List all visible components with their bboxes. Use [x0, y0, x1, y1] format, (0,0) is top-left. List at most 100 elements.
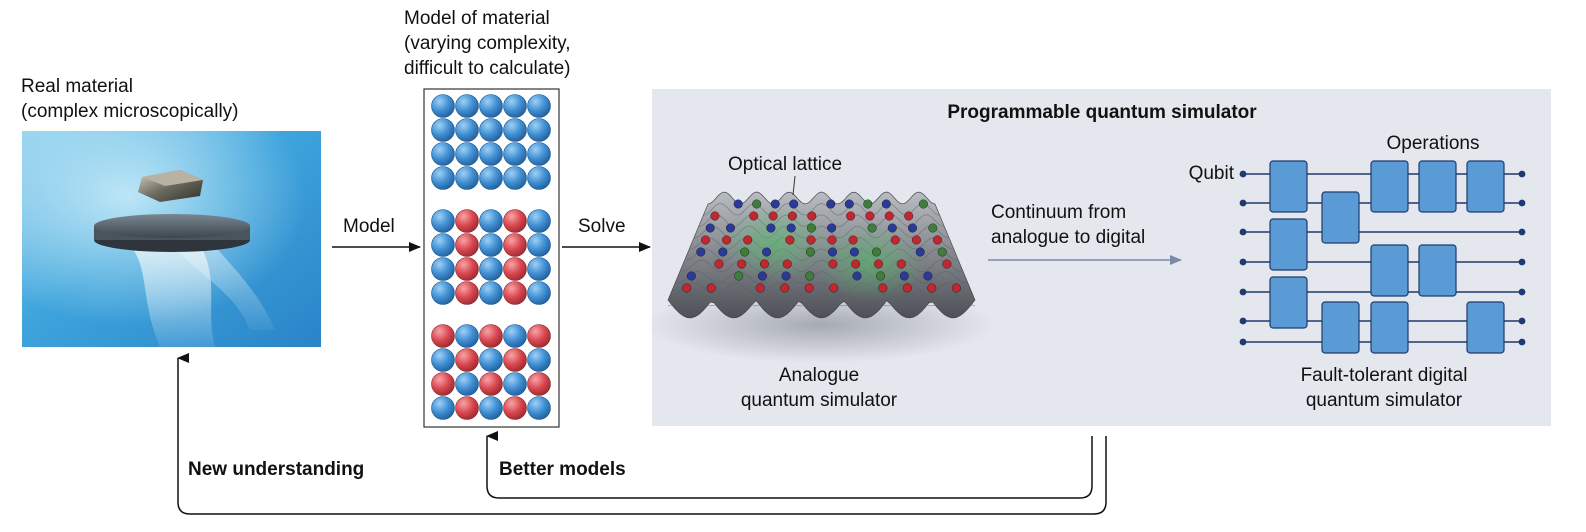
qubit-dot — [1518, 228, 1526, 236]
red-sphere — [455, 233, 479, 257]
qubit-dot — [1518, 170, 1526, 178]
blue-sphere — [503, 142, 527, 166]
solve-arrow-label: Solve — [578, 216, 626, 237]
blue-sphere — [455, 94, 479, 118]
lattice-atom — [851, 259, 861, 269]
lattice-ridge — [707, 191, 936, 205]
red-sphere — [455, 348, 479, 372]
lattice-atom — [785, 235, 795, 245]
continuum-label-line2: analogue to digital — [991, 227, 1145, 248]
quantum-circuit — [1239, 160, 1526, 354]
red-sphere — [503, 209, 527, 233]
blue-sphere — [431, 118, 455, 142]
lattice-atom — [826, 199, 836, 209]
lattice-atom — [852, 271, 862, 281]
gate-block — [1370, 301, 1409, 354]
blue-sphere — [479, 118, 503, 142]
lattice-atom — [806, 235, 816, 245]
lattice-atom — [696, 247, 706, 257]
lattice-atom — [770, 199, 780, 209]
qubit-dot — [1518, 317, 1526, 325]
blue-sphere — [455, 324, 479, 348]
lattice-atom — [706, 283, 716, 293]
blue-sphere — [503, 324, 527, 348]
gate-block — [1269, 218, 1308, 271]
blue-sphere — [527, 166, 551, 190]
lattice-atom — [766, 223, 776, 233]
blue-sphere — [431, 209, 455, 233]
blue-sphere — [479, 396, 503, 420]
blue-sphere — [503, 372, 527, 396]
gate-block — [1466, 160, 1505, 213]
lattice-atom — [781, 271, 791, 281]
blue-sphere — [527, 281, 551, 305]
gate-block — [1370, 244, 1409, 297]
optical-lattice-label: Optical lattice — [728, 154, 842, 175]
red-sphere — [431, 324, 455, 348]
lattice-atom — [928, 223, 938, 233]
gate-block — [1418, 160, 1457, 213]
lattice-atom — [726, 223, 736, 233]
lattice-atom — [927, 283, 937, 293]
lattice-atom — [933, 235, 943, 245]
optical-lattice-pointer — [792, 175, 796, 196]
blue-sphere — [479, 281, 503, 305]
blue-sphere — [431, 348, 455, 372]
gate-block — [1370, 160, 1409, 213]
lattice-atom — [846, 211, 856, 221]
red-sphere — [527, 372, 551, 396]
blue-sphere — [431, 142, 455, 166]
lattice-ridge — [667, 293, 976, 307]
qubit-dot — [1518, 288, 1526, 296]
blue-sphere — [527, 209, 551, 233]
lattice-atom — [890, 235, 900, 245]
simulator-panel-title: Programmable quantum simulator — [947, 102, 1257, 123]
lattice-atom — [881, 199, 891, 209]
lattice-atom — [710, 211, 720, 221]
blue-sphere — [455, 142, 479, 166]
red-sphere — [503, 233, 527, 257]
lattice-atom — [780, 283, 790, 293]
lattice-atom — [722, 235, 732, 245]
blue-sphere — [503, 166, 527, 190]
model-of-material-line2: (varying complexity, — [404, 33, 570, 54]
lattice-atom — [743, 235, 753, 245]
lattice-ridge — [672, 282, 971, 296]
blue-sphere — [479, 209, 503, 233]
blue-sphere — [479, 166, 503, 190]
lattice-atom — [705, 223, 715, 233]
red-sphere — [479, 372, 503, 396]
lattice-atom — [876, 271, 886, 281]
blue-sphere — [479, 348, 503, 372]
blue-sphere — [479, 257, 503, 281]
blue-sphere — [431, 396, 455, 420]
gate-block — [1321, 301, 1360, 354]
lattice-atom — [806, 247, 816, 257]
qubit-dot — [1239, 317, 1247, 325]
blue-sphere — [431, 166, 455, 190]
blue-sphere — [527, 257, 551, 281]
lattice-atom — [686, 271, 696, 281]
lattice-atom — [844, 199, 854, 209]
lattice-atom — [849, 247, 859, 257]
blue-sphere — [527, 94, 551, 118]
qubit-dot — [1239, 199, 1247, 207]
better-models-label: Better models — [499, 459, 626, 480]
lattice-atom — [829, 283, 839, 293]
blue-sphere — [479, 233, 503, 257]
real-material-title: Real material — [21, 76, 133, 97]
operations-label: Operations — [1387, 133, 1480, 154]
blue-sphere — [527, 233, 551, 257]
blue-sphere — [455, 118, 479, 142]
lattice-atom — [828, 259, 838, 269]
lattice-atom — [828, 247, 838, 257]
blue-sphere — [455, 372, 479, 396]
model-arrow-label: Model — [343, 216, 395, 237]
lattice-atom — [923, 271, 933, 281]
red-sphere — [455, 396, 479, 420]
qubit-dot — [1518, 338, 1526, 346]
lattice-atom — [827, 223, 837, 233]
gate-block — [1269, 276, 1308, 329]
lattice-atom — [755, 283, 765, 293]
